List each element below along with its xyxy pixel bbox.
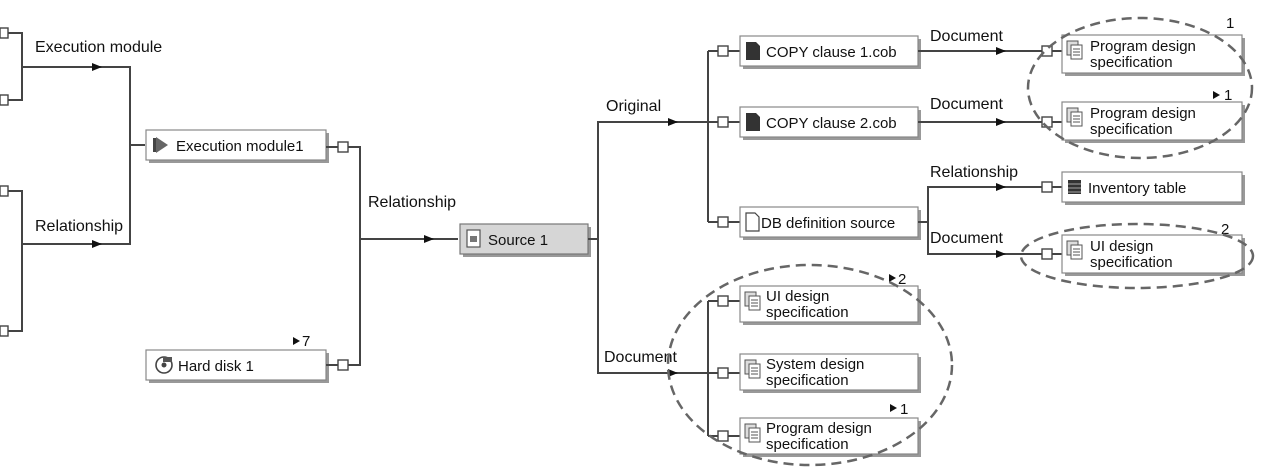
count-marker-ui-doc	[889, 274, 896, 282]
execution-module-icon	[153, 137, 168, 153]
connector-inventory-table[interactable]	[1041, 181, 1053, 193]
arrow-document-db	[996, 250, 1006, 258]
edge-label-relationship-db: Relationship	[930, 164, 1018, 181]
node-hard-disk1[interactable]: Hard disk 1	[145, 349, 329, 383]
node-execution-module1[interactable]: Execution module1	[145, 129, 329, 163]
node-source1[interactable]: Source 1	[459, 223, 591, 257]
arrow-execution-module	[92, 63, 102, 71]
node-inventory-table[interactable]: Inventory table	[1061, 171, 1245, 205]
count-marker-spec-second	[1213, 91, 1220, 99]
count-marker-program-doc	[890, 404, 897, 412]
edge-label-document-main: Document	[604, 349, 677, 366]
arrow-document	[668, 369, 678, 377]
node-label-spec-top-1: Program design	[1090, 38, 1196, 55]
node-label-program-spec-doc-1: Program design	[766, 420, 872, 437]
arrow-doc-copy2	[996, 118, 1006, 126]
connector-system-spec[interactable]	[717, 367, 729, 379]
count-marker-hard-disk	[293, 337, 300, 345]
node-db-definition-source[interactable]: DB definition source	[739, 206, 921, 240]
specification-document-icon	[1066, 107, 1083, 127]
count-spec-second: 1	[1224, 87, 1232, 104]
node-label-spec-top-2: specification	[1090, 54, 1173, 71]
arrow-relationship-db	[996, 183, 1006, 191]
source-file-icon	[466, 229, 481, 248]
connector-copy-clause1[interactable]	[717, 45, 729, 57]
node-label-system-spec-1: System design	[766, 356, 864, 373]
edge-trunk-original	[597, 121, 708, 239]
highlight-ellipse-ui-spec-db	[1019, 222, 1255, 290]
node-label-inventory-table: Inventory table	[1088, 180, 1186, 197]
blank-document-icon	[745, 212, 760, 232]
specification-document-icon	[744, 359, 761, 379]
node-label-db-definition-source: DB definition source	[761, 215, 895, 232]
edge-label-doc-copy1: Document	[930, 28, 1003, 45]
specification-document-icon	[1066, 240, 1083, 260]
edge-label-doc-copy2: Document	[930, 96, 1003, 113]
specification-document-icon	[1066, 40, 1083, 60]
connector-ui-spec-doc[interactable]	[717, 295, 729, 307]
count-spec-top: 1	[1226, 15, 1234, 32]
highlight-ellipse-document-specs	[666, 263, 954, 467]
node-label-hard-disk1: Hard disk 1	[178, 358, 254, 375]
edge-label-relationship-left: Relationship	[35, 218, 123, 235]
edge-label-document-db: Document	[930, 230, 1003, 247]
node-copy-clause1[interactable]: COPY clause 1.cob	[739, 35, 921, 69]
node-program-design-spec-doc[interactable]: Program design specification	[739, 417, 921, 457]
edge-execution-module	[22, 66, 145, 146]
cobol-file-icon	[746, 42, 760, 60]
node-system-design-spec[interactable]: System design specification	[739, 353, 921, 393]
node-program-design-spec-top[interactable]: Program design specification	[1061, 34, 1245, 76]
edge-label-execution-module: Execution module	[35, 39, 162, 56]
edge-relationship-left	[22, 145, 131, 245]
count-hard-disk: 7	[302, 333, 310, 350]
count-program-doc: 1	[900, 401, 908, 418]
left-stub-connectors	[0, 27, 23, 337]
edge-label-original: Original	[606, 98, 661, 115]
table-icon	[1068, 180, 1081, 194]
node-label-spec-second-1: Program design	[1090, 105, 1196, 122]
connector-execution-module1[interactable]	[337, 141, 349, 153]
node-ui-design-spec-db[interactable]: UI design specification	[1061, 234, 1245, 276]
node-label-ui-spec-doc-2: specification	[766, 304, 849, 321]
specification-document-icon	[744, 423, 761, 443]
node-label-spec-second-2: specification	[1090, 121, 1173, 138]
highlight-ellipse-program-specs	[1026, 16, 1254, 160]
specification-document-icon	[744, 291, 761, 311]
arrow-original	[668, 118, 678, 126]
arrow-relationship-left	[92, 240, 102, 248]
connector-hard-disk1[interactable]	[337, 359, 349, 371]
hard-disk-icon	[155, 356, 173, 374]
connector-copy-clause2[interactable]	[717, 116, 729, 128]
node-label-ui-spec-db-1: UI design	[1090, 238, 1153, 255]
arrow-relationship-center	[424, 235, 434, 243]
node-label-system-spec-2: specification	[766, 372, 849, 389]
node-ui-design-spec-doc[interactable]: UI design specification	[739, 285, 921, 325]
count-ui-db: 2	[1221, 221, 1229, 238]
node-label-execution-module1: Execution module1	[176, 138, 304, 155]
cobol-file-icon	[746, 113, 760, 131]
node-label-ui-spec-doc-1: UI design	[766, 288, 829, 305]
count-ui-doc: 2	[898, 271, 906, 288]
edge-relationship-center	[348, 146, 458, 366]
node-label-ui-spec-db-2: specification	[1090, 254, 1173, 271]
connector-ui-spec-db[interactable]	[1041, 248, 1053, 260]
connector-db-definition-source[interactable]	[717, 216, 729, 228]
arrow-doc-copy1	[996, 47, 1006, 55]
node-label-program-spec-doc-2: specification	[766, 436, 849, 453]
node-label-copy-clause1: COPY clause 1.cob	[766, 44, 897, 61]
node-label-source1: Source 1	[488, 232, 548, 249]
node-copy-clause2[interactable]: COPY clause 2.cob	[739, 106, 921, 140]
connector-program-spec-doc[interactable]	[717, 430, 729, 442]
node-program-design-spec-second[interactable]: Program design specification	[1061, 101, 1245, 143]
edge-label-relationship-center: Relationship	[368, 194, 456, 211]
node-label-copy-clause2: COPY clause 2.cob	[766, 115, 897, 132]
